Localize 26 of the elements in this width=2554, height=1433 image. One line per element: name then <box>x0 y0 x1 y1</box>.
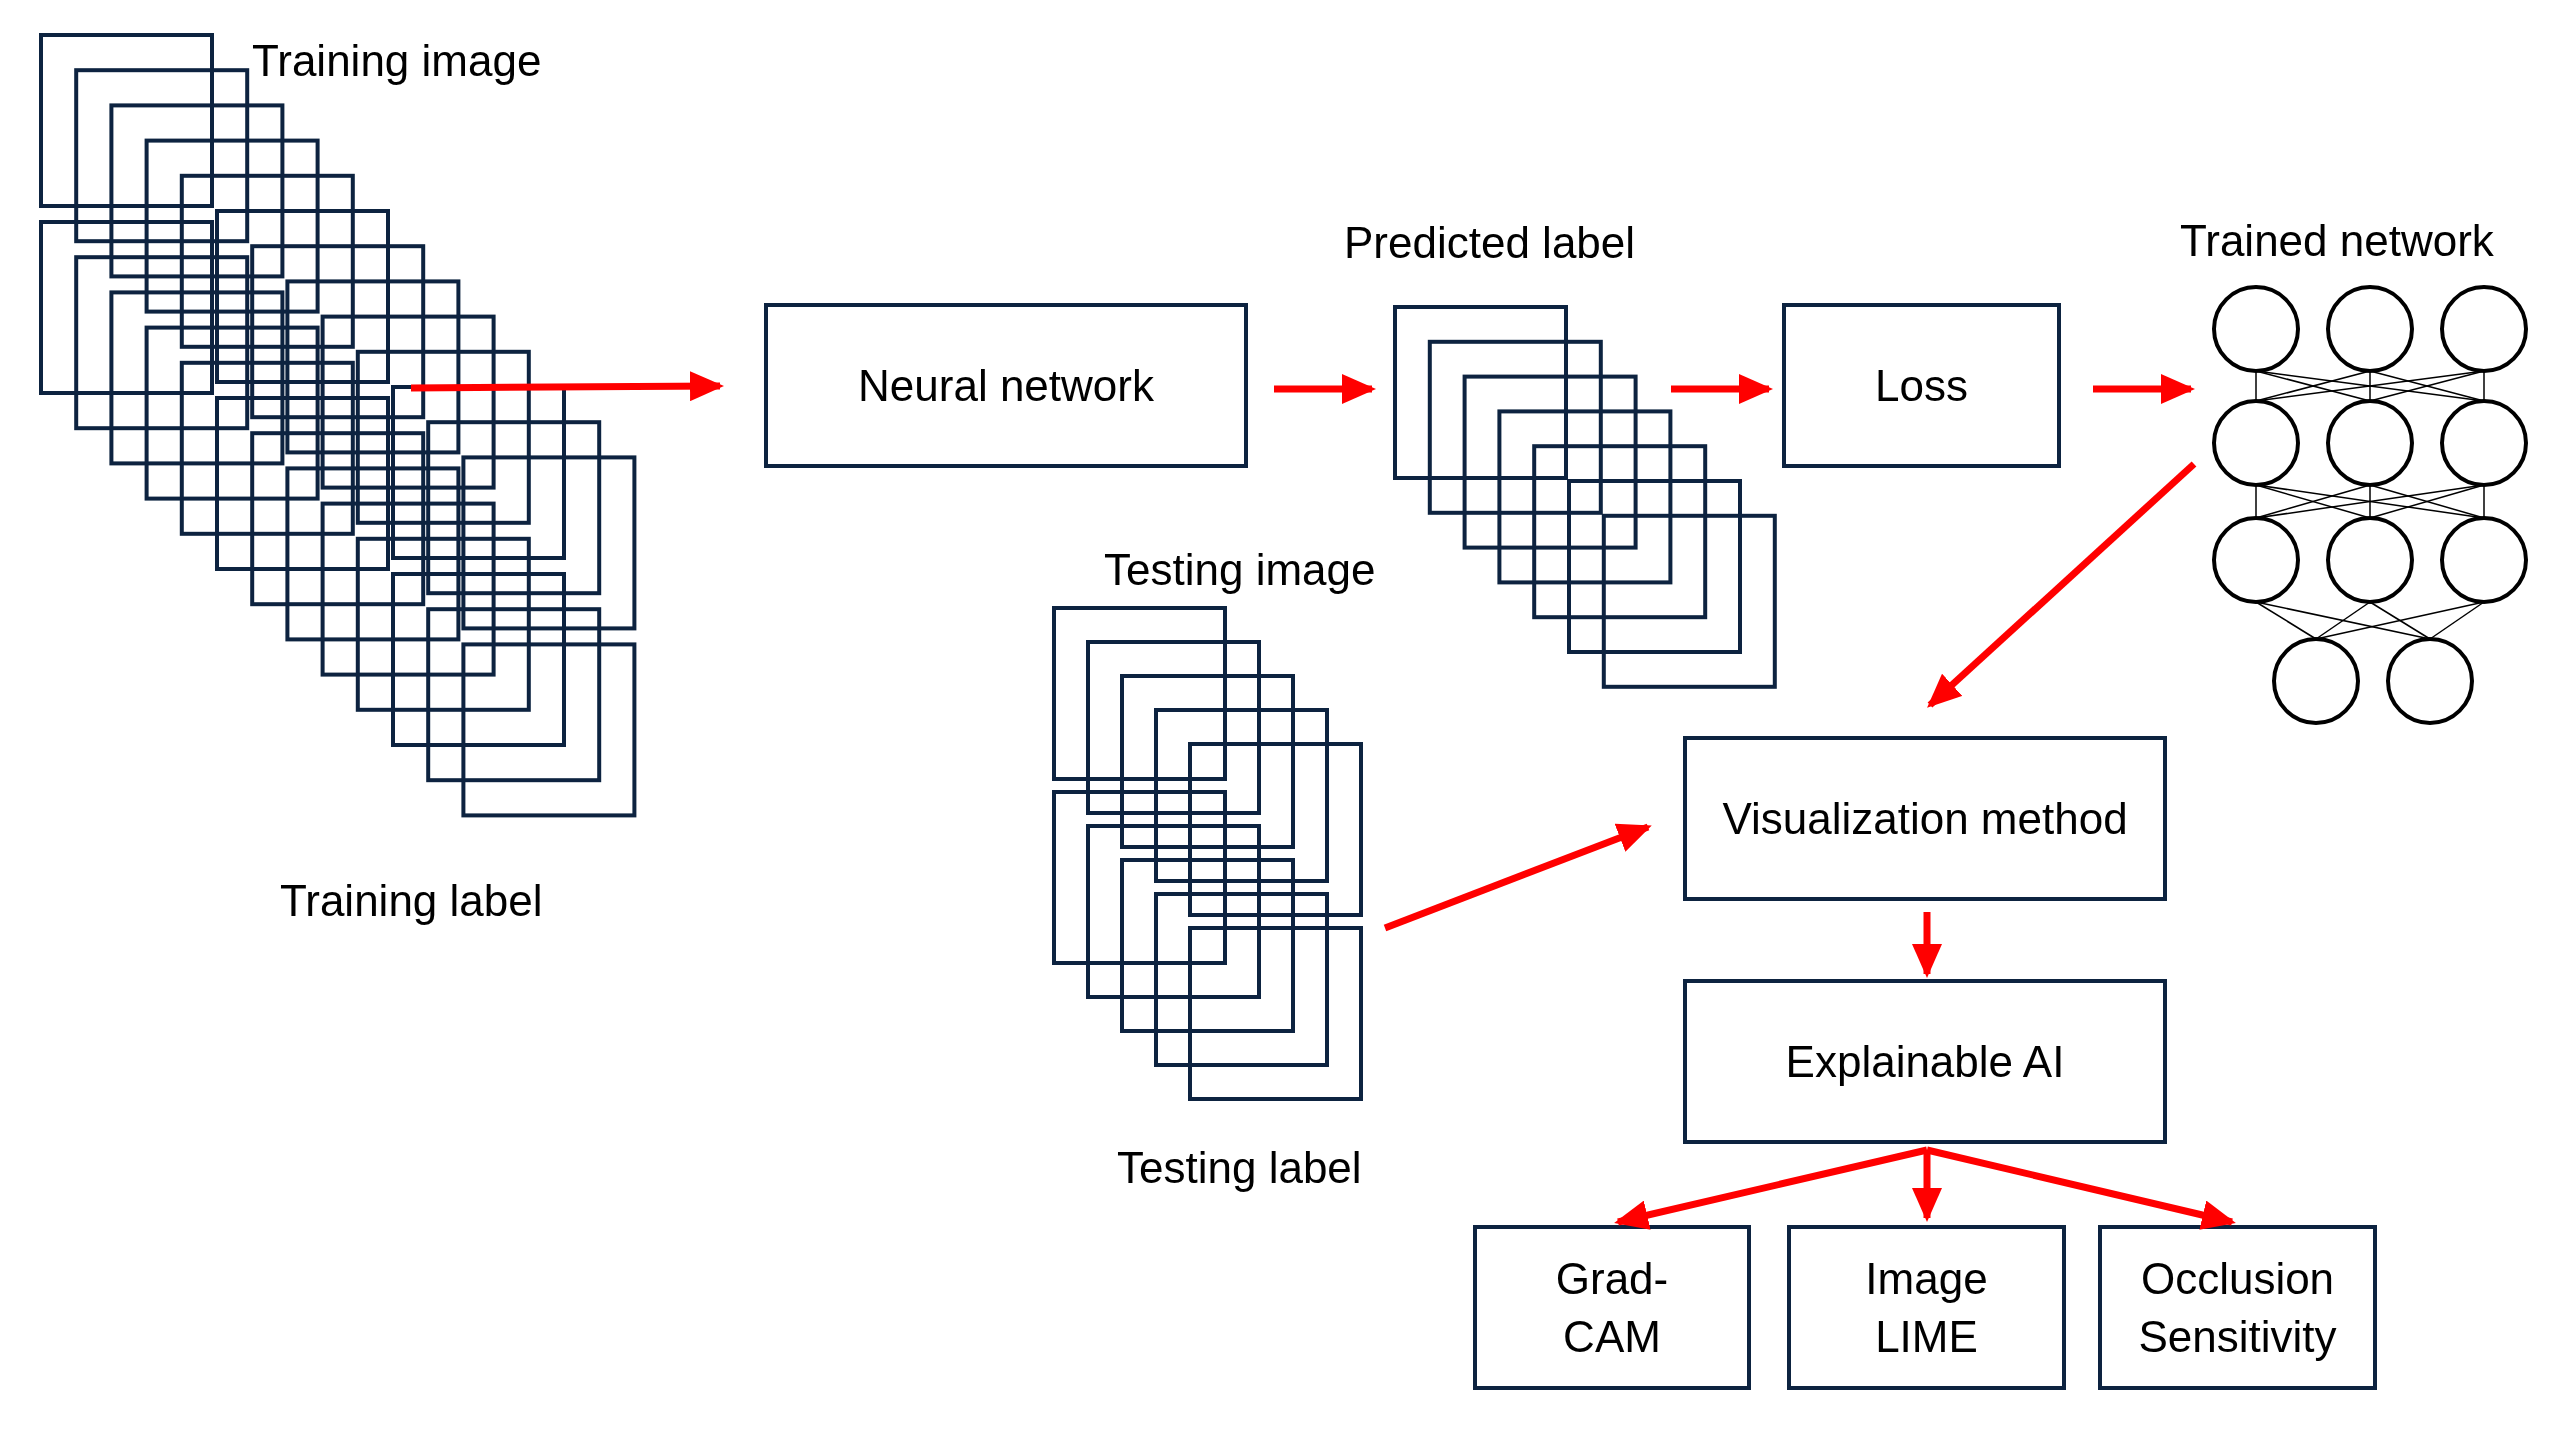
box-label: Explainable AI <box>1785 1035 2065 1088</box>
arrow <box>1912 1150 1942 1222</box>
process-box <box>1473 1225 1751 1390</box>
heading-label: Trained network <box>2180 219 2494 263</box>
box-label: Visualization method <box>1722 792 2128 845</box>
box-label: Occlusion Sensitivity <box>2137 1253 2338 1363</box>
arrow <box>1383 823 1652 932</box>
box-label: Grad-CAM <box>1554 1253 1670 1363</box>
caption-label: Training label <box>280 879 543 923</box>
arrow <box>410 371 724 402</box>
arrow <box>1927 461 2197 708</box>
process-box <box>2098 1225 2377 1390</box>
heading-label: Training image <box>252 39 542 83</box>
heading-label: Predicted label <box>1344 221 1636 265</box>
process-box <box>1683 736 2167 901</box>
process-box <box>764 303 1248 468</box>
box-label: Neural network <box>858 359 1154 412</box>
heading-label: Testing image <box>1104 548 1376 592</box>
process-box <box>1683 979 2167 1144</box>
box-label: Loss <box>1875 359 1968 412</box>
box-label: Image LIME <box>1864 1253 1989 1363</box>
arrow <box>1926 1146 2236 1230</box>
process-box <box>1787 1225 2066 1390</box>
caption-label: Testing label <box>1117 1146 1362 1190</box>
arrow <box>1614 1146 1928 1230</box>
process-box <box>1782 303 2061 468</box>
